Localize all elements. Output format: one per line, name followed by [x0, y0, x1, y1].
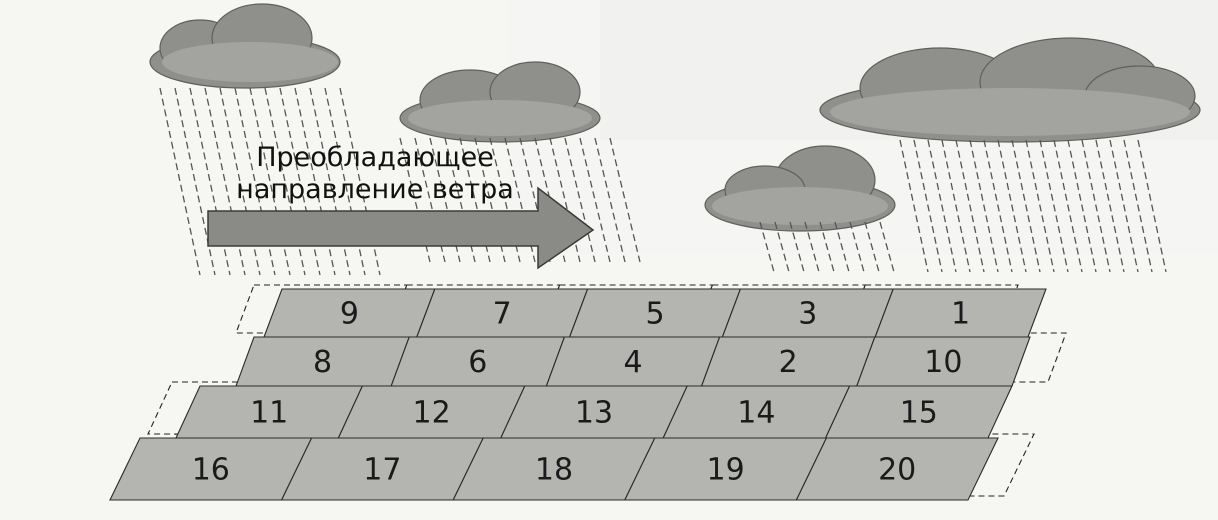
rain-streak: [879, 221, 895, 273]
rain-streak: [983, 139, 1013, 273]
field-plot: [795, 437, 999, 501]
plot-number: 10: [924, 345, 962, 380]
rain-streak: [997, 139, 1027, 273]
rain-streak: [899, 139, 929, 273]
rain-streak: [789, 221, 805, 273]
plot-number: 9: [340, 297, 359, 332]
rain-streak: [1025, 139, 1055, 273]
rain-streak: [1095, 139, 1125, 273]
rain-streak: [941, 139, 971, 273]
plot-drift-outline: [147, 381, 336, 435]
plot-number: 8: [313, 345, 332, 380]
rain-streak: [774, 221, 790, 273]
plot-number: 19: [707, 453, 745, 488]
wind-arrow: [207, 186, 595, 270]
rain-streak: [864, 221, 880, 273]
rain-streak: [1053, 139, 1083, 273]
plot-number: 17: [363, 453, 401, 488]
rain-streak: [759, 221, 775, 273]
plot-number: 18: [535, 453, 573, 488]
plot-number: 3: [798, 297, 817, 332]
rain-streak: [819, 221, 835, 273]
rain-streak: [955, 139, 985, 273]
plot-number: 2: [779, 345, 798, 380]
plot-number: 20: [878, 453, 916, 488]
cloud-left: [149, 3, 341, 89]
rain-streak: [1039, 139, 1069, 273]
plot-number: 15: [900, 396, 938, 431]
plot-number: 6: [468, 345, 487, 380]
rain-streak: [1123, 139, 1153, 273]
rain-streak: [834, 221, 850, 273]
plot-number: 7: [493, 297, 512, 332]
plot-number: 16: [192, 453, 230, 488]
cloud-right-big: [819, 37, 1201, 143]
rain-streak: [969, 139, 999, 273]
rain-streak: [804, 221, 820, 273]
plot-number: 1: [951, 297, 970, 332]
plot-number: 4: [623, 345, 642, 380]
rain-streak: [1011, 139, 1041, 273]
rain-streak: [1109, 139, 1139, 273]
plot-number: 14: [737, 396, 775, 431]
plot-number: 11: [250, 396, 288, 431]
rain-streak: [1081, 139, 1111, 273]
rain-streak: [913, 139, 943, 273]
rain-streak: [1137, 139, 1167, 273]
plot-number: 13: [575, 396, 613, 431]
plot-number: 5: [645, 297, 664, 332]
rain-streak: [159, 87, 201, 276]
cloud-right-small: [704, 145, 896, 232]
rain-streak: [849, 221, 865, 273]
wind-label-line1: Преобладающее: [256, 142, 494, 173]
rain-streak: [927, 139, 957, 273]
wind-label-line2: направление ветра: [236, 174, 514, 205]
rain-streak: [1067, 139, 1097, 273]
cloud-center: [399, 61, 601, 143]
plot-number: 12: [413, 396, 451, 431]
